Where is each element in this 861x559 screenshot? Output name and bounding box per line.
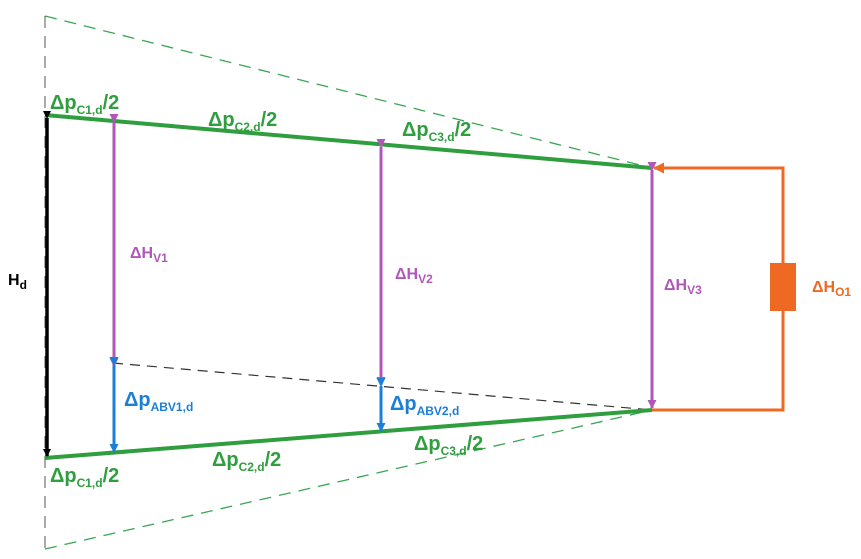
label-top-c2: ΔpC2,d/2 [208,109,277,134]
envelope-top-dashed-line [44,15,653,169]
resistor-symbol [770,263,796,311]
label-hv2: ΔHV2 [395,266,433,286]
label-hv3: ΔHV3 [664,277,702,297]
label-top-c3: ΔpC3,d/2 [402,119,471,144]
label-bottom-c1: ΔpC1,d/2 [50,465,119,490]
label-bottom-c2: ΔpC2,d/2 [212,449,281,474]
label-hd: Hd [8,272,27,292]
supply-line [44,113,653,170]
label-bottom-c3: ΔpC3,d/2 [414,433,483,458]
label-abv2: ΔpABV2,d [390,393,459,418]
label-top-c1: ΔpC1,d/2 [50,92,119,117]
label-abv1: ΔpABV1,d [124,389,193,414]
return-line [44,408,653,460]
label-hv1: ΔHV1 [130,245,168,265]
inner-dashed-line [112,362,653,411]
label-ho1: ΔHO1 [812,279,851,299]
envelope-bottom-dashed-line [44,409,653,550]
